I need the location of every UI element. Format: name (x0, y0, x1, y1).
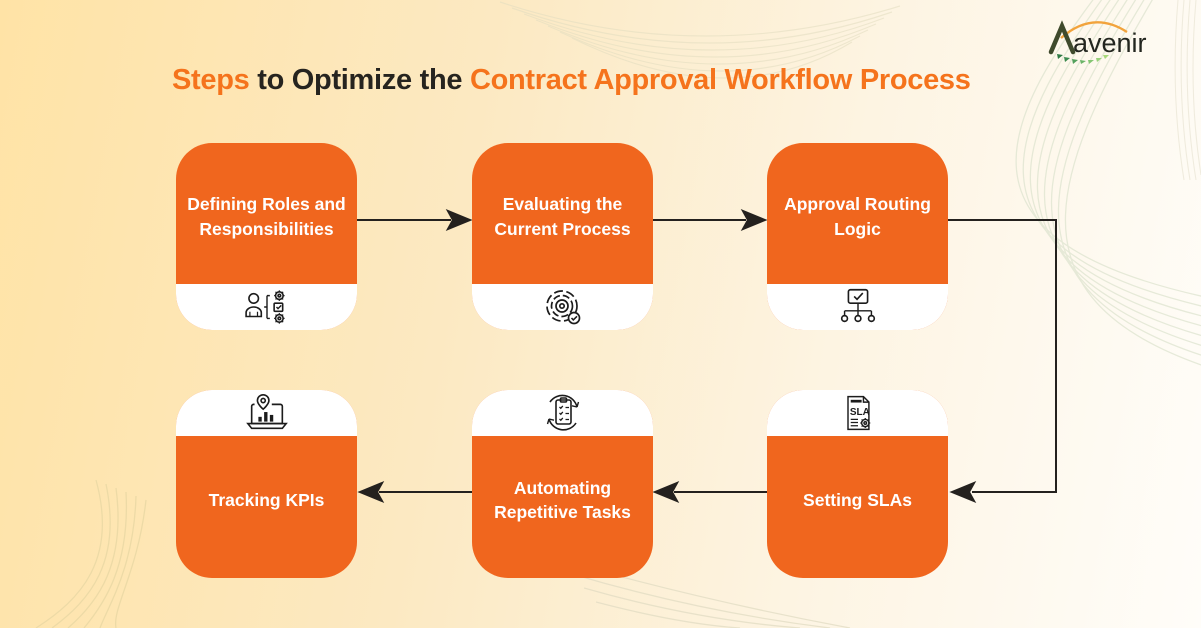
logo-triangle-arc (1057, 54, 1109, 64)
svg-text:SLA: SLA (849, 407, 869, 418)
step-icon-strip (472, 284, 653, 330)
step-icon-strip (176, 284, 357, 330)
page-title: Steps to Optimize the Contract Approval … (172, 64, 1122, 97)
step-label: Tracking KPIs (208, 489, 325, 510)
step-icon-strip: SLA (767, 390, 948, 436)
approval-routing-tree-icon (840, 288, 875, 323)
step-label: Defining Roles and Responsibilities (187, 194, 346, 239)
step-card-6-tracking-kpis: Tracking KPIs (176, 390, 357, 578)
step-card-2-evaluating-process: Evaluating the Current Process (472, 143, 653, 330)
arrow-step4-to-step5 (652, 480, 767, 504)
sla-document-gear-icon: SLA (846, 395, 870, 431)
step-label: Automating Repetitive Tasks (494, 477, 631, 522)
arrow-step3-to-step4 (948, 219, 1057, 504)
person-gears-icon (244, 290, 285, 324)
arrow-step1-to-step2 (357, 208, 473, 232)
step-icon-strip (176, 390, 357, 436)
spiral-check-icon (545, 290, 580, 325)
step-card-5-automating-tasks: Automating Repetitive Tasks (472, 390, 653, 578)
logo-wordmark: avenir (1073, 28, 1147, 58)
aavenir-logo: avenir (1048, 20, 1147, 64)
step-card-1-defining-roles: Defining Roles and Responsibilities (176, 143, 357, 330)
step-label: Evaluating the Current Process (494, 194, 631, 239)
step-icon-strip (472, 390, 653, 436)
arrow-step2-to-step3 (653, 208, 768, 232)
title-accent-steps: Steps (172, 64, 250, 96)
laptop-chart-pin-icon (245, 393, 288, 430)
step-card-4-setting-slas: SLA Setting SLAs (767, 390, 948, 578)
title-accent-process: Contract Approval Workflow Process (469, 64, 971, 96)
step-card-3-approval-routing: Approval Routing Logic (767, 143, 948, 330)
clipboard-refresh-icon (546, 394, 579, 431)
arrow-step5-to-step6 (357, 480, 472, 504)
logo-lambda (1048, 20, 1076, 55)
step-label: Approval Routing Logic (784, 194, 931, 239)
step-label: Setting SLAs (803, 489, 912, 510)
step-icon-strip (767, 284, 948, 330)
title-middle: to Optimize the (249, 64, 470, 96)
